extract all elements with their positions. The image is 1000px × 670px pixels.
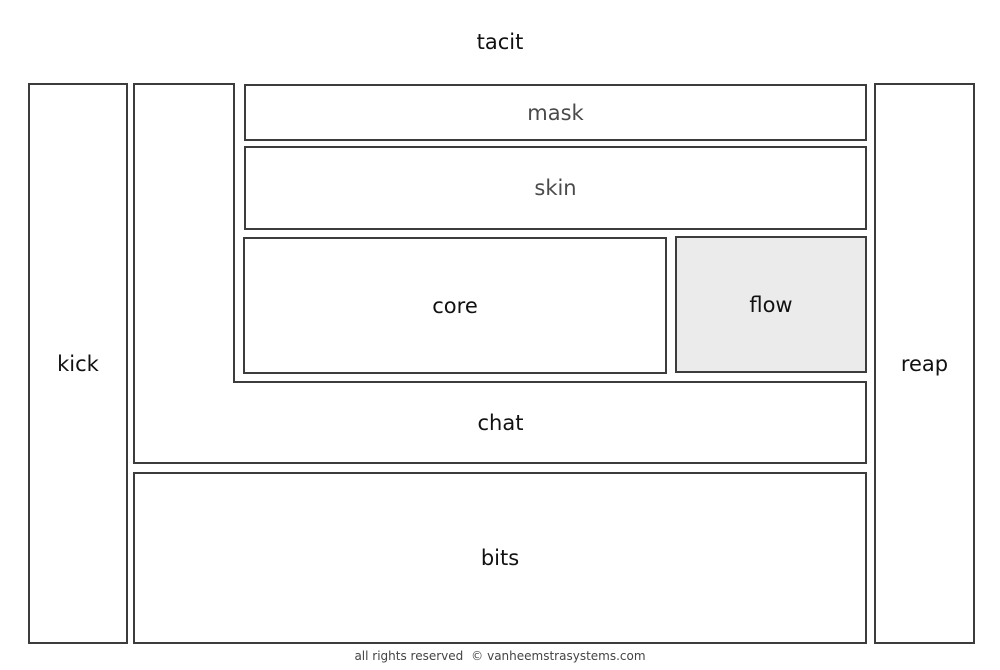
block-core: core bbox=[243, 237, 667, 374]
block-flow: flow bbox=[675, 236, 867, 373]
footer: all rights reserved ©vanheemstrasystems.… bbox=[0, 648, 1000, 664]
block-chat: chat bbox=[133, 83, 868, 465]
copyright-symbol: © bbox=[471, 649, 484, 663]
block-mask: mask bbox=[244, 84, 867, 141]
block-bits: bits bbox=[133, 472, 867, 644]
block-kick: kick bbox=[28, 83, 128, 644]
block-skin: skin bbox=[244, 146, 867, 230]
chat-label: chat bbox=[477, 411, 524, 435]
chat-outline bbox=[133, 83, 867, 464]
footer-rights: all rights reserved bbox=[354, 649, 464, 663]
block-reap: reap bbox=[874, 83, 975, 644]
diagram-title: tacit bbox=[476, 30, 524, 54]
footer-site: vanheemstrasystems.com bbox=[487, 649, 646, 663]
